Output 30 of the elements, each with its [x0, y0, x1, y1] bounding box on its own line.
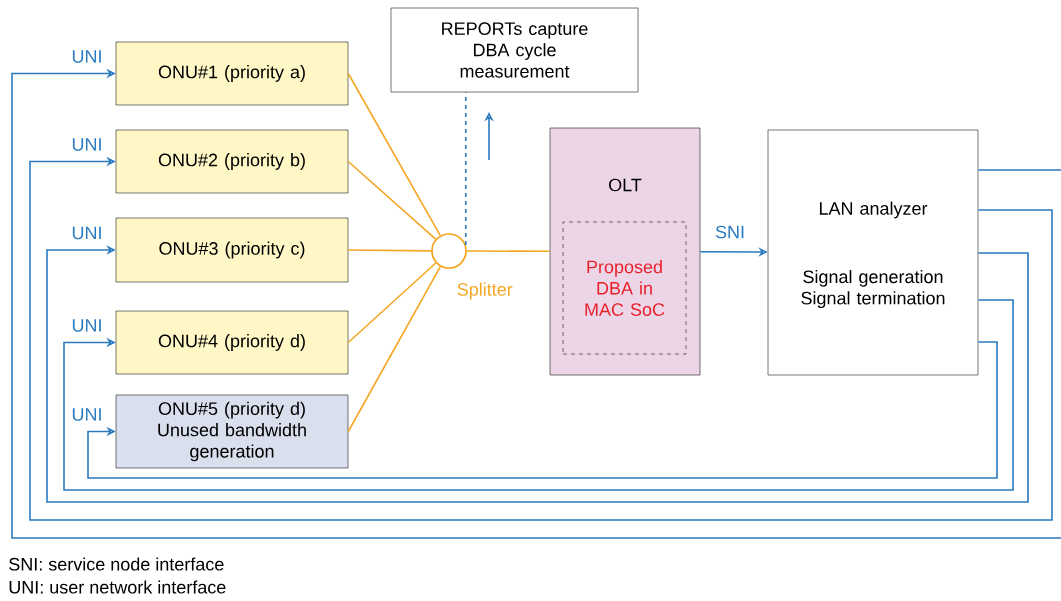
connector-line [466, 250, 551, 253]
connector-line [347, 72, 441, 237]
arrow [87, 341, 998, 479]
legend-note: SNI: service node interface [9, 557, 224, 571]
dba-box: Proposed DBA in MAC SoC [562, 221, 687, 355]
connector-line [347, 265, 442, 433]
arrow [63, 299, 1014, 491]
splitter-circle [431, 233, 467, 269]
edge-label: UNI [72, 138, 101, 151]
arrow [11, 68, 1061, 539]
edge-label: UNI [72, 226, 101, 240]
edge-label: UNI [72, 50, 101, 63]
onu-box: ONU#1 (priority a) [115, 41, 349, 106]
arrow [29, 156, 1053, 521]
connector-line [465, 91, 467, 246]
onu-box: ONU#4 (priority d) [115, 310, 349, 375]
splitter-label: Splitter [457, 282, 513, 300]
edge-label: SNI [715, 225, 744, 239]
onu-box: ONU#3 (priority c) [115, 217, 349, 283]
legend-note: UNI: user network interface [9, 580, 226, 594]
onu-box: ONU#5 (priority d) Unused bandwidth generation [115, 394, 349, 469]
arrow [46, 245, 1029, 503]
edge-label: UNI [72, 408, 101, 421]
note-box: REPORTs capture DBA cycle measurement [390, 7, 639, 93]
connector-line [347, 160, 437, 240]
onu-box: ONU#2 (priority b) [115, 129, 349, 194]
edge-label: UNI [72, 319, 101, 332]
connector-line [347, 249, 432, 252]
analyzer-box: LAN analyzer Signal generation Signal termination [767, 129, 979, 376]
connector-line [347, 262, 437, 344]
